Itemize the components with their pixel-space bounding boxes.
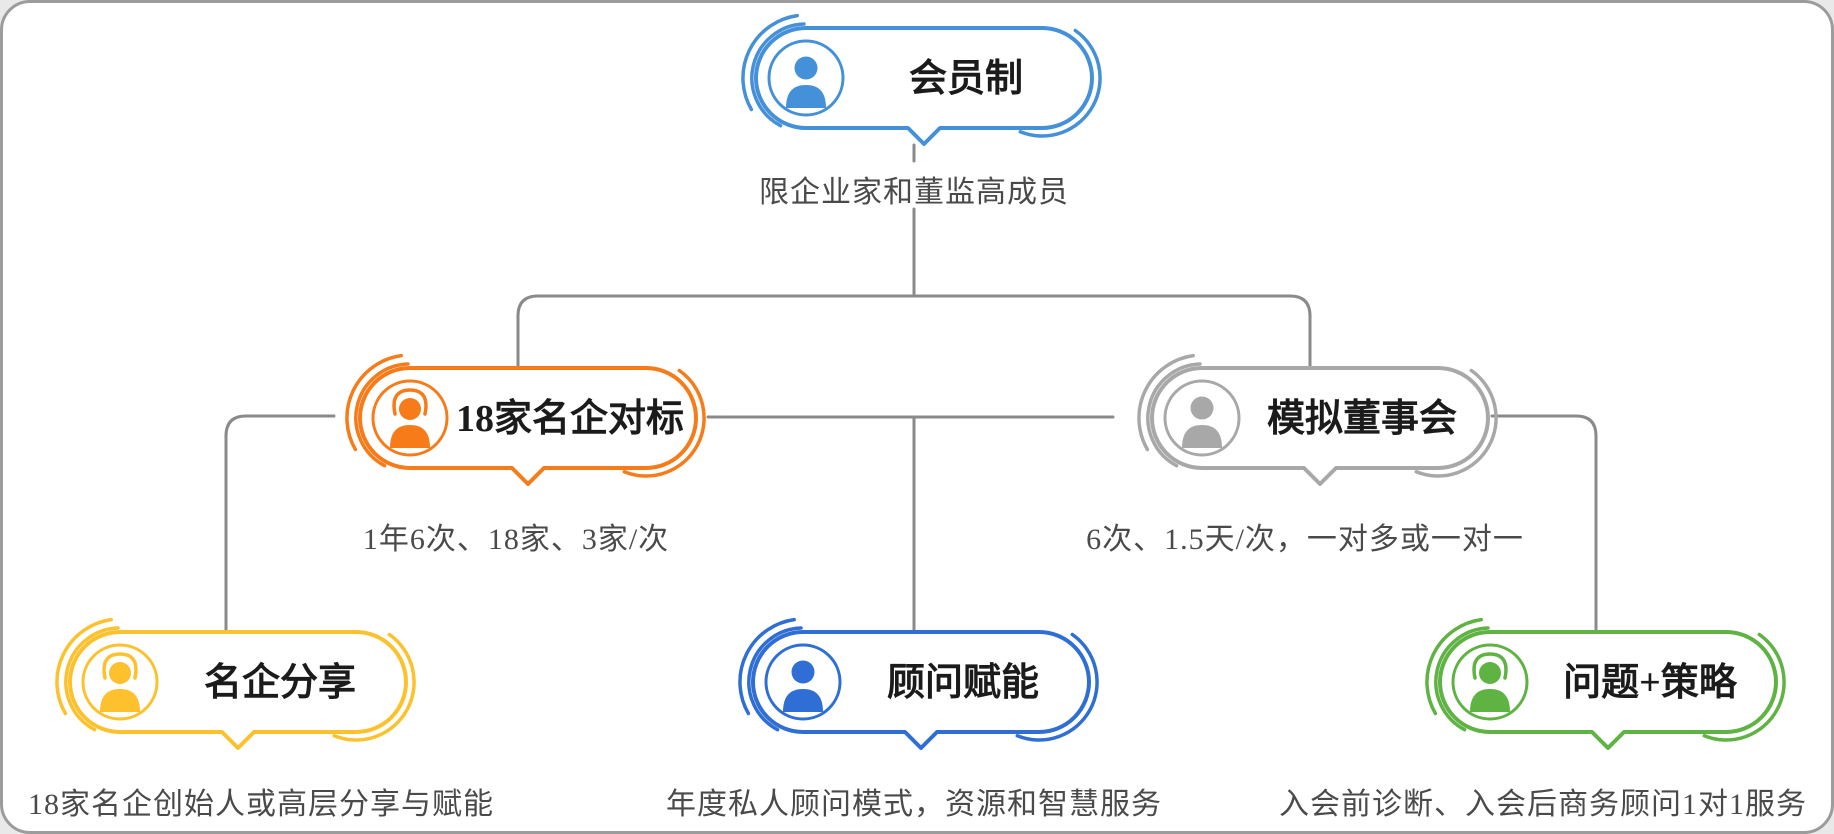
node-mock-board[interactable]: 模拟董事会: [1120, 353, 1500, 504]
decor-arc-left-outer: [741, 13, 799, 112]
decor-arc-left-outer: [55, 617, 113, 716]
bubble-outline: [1150, 366, 1490, 486]
caption-problem-strategy: 入会前诊断、入会后商务顾问1对1服务: [1279, 788, 1807, 821]
node-title: 名企分享: [204, 661, 356, 704]
caption-advisor-empowerment: 年度私人顾问模式，资源和智慧服务: [666, 788, 1162, 821]
node-title: 模拟董事会: [1267, 398, 1457, 440]
bubble-outline: [754, 26, 1094, 146]
bubble-outline: [358, 366, 698, 486]
connector-lines: [224, 143, 1598, 634]
connector-top-split: [516, 294, 1312, 370]
decor-arc-left-outer: [1137, 353, 1195, 452]
decor-arc-left-outer: [738, 617, 796, 716]
caption-benchmarking: 1年6次、18家、3家/次: [362, 523, 670, 556]
decor-arc-left-inner: [747, 626, 803, 732]
businesswoman-icon: [81, 643, 159, 721]
bubble-outline: [1438, 630, 1778, 750]
decor-arc-left-outer: [345, 353, 403, 452]
caption-company-sharing: 18家名企创始人或高层分享与赋能: [28, 788, 494, 821]
decor-arc-right: [1015, 632, 1099, 742]
node-benchmarking[interactable]: 18家名企对标: [328, 353, 708, 504]
businessman-icon: [767, 39, 845, 117]
connector-left-child: [224, 414, 336, 634]
decor-arc-right: [1702, 632, 1786, 742]
businessman-icon: [764, 643, 842, 721]
decor-arc-right: [622, 368, 706, 478]
node-membership[interactable]: 会员制: [724, 13, 1104, 164]
caption-mock-board: 6次、1.5天/次，一对多或一对一: [1086, 523, 1524, 556]
decor-arc-right: [1018, 28, 1102, 138]
businesswoman-icon: [371, 379, 449, 457]
decor-arc-left-inner: [354, 362, 410, 468]
node-title: 会员制: [909, 58, 1023, 100]
node-company-sharing[interactable]: 名企分享: [38, 617, 418, 768]
decor-arc-right: [332, 632, 416, 742]
decor-arc-left-inner: [1146, 362, 1202, 468]
bubble-outline: [751, 630, 1091, 750]
node-title: 18家名企对标: [456, 397, 684, 440]
node-problem-strategy[interactable]: 问题+策略: [1408, 617, 1788, 768]
node-title: 顾问赋能: [887, 662, 1039, 704]
businessman-icon: [1163, 379, 1241, 457]
connector-right-child: [1490, 414, 1598, 634]
decor-arc-left-inner: [750, 22, 806, 128]
caption-membership: 限企业家和董监高成员: [759, 176, 1069, 209]
decor-arc-left-inner: [64, 626, 120, 732]
decor-arc-right: [1414, 368, 1498, 478]
decor-arc-left-outer: [1425, 617, 1483, 716]
node-title: 问题+策略: [1563, 662, 1738, 704]
bubble-outline: [68, 630, 408, 750]
businesswoman-icon: [1451, 643, 1529, 721]
node-advisor-empowerment[interactable]: 顾问赋能: [721, 617, 1101, 768]
decor-arc-left-inner: [1434, 626, 1490, 732]
